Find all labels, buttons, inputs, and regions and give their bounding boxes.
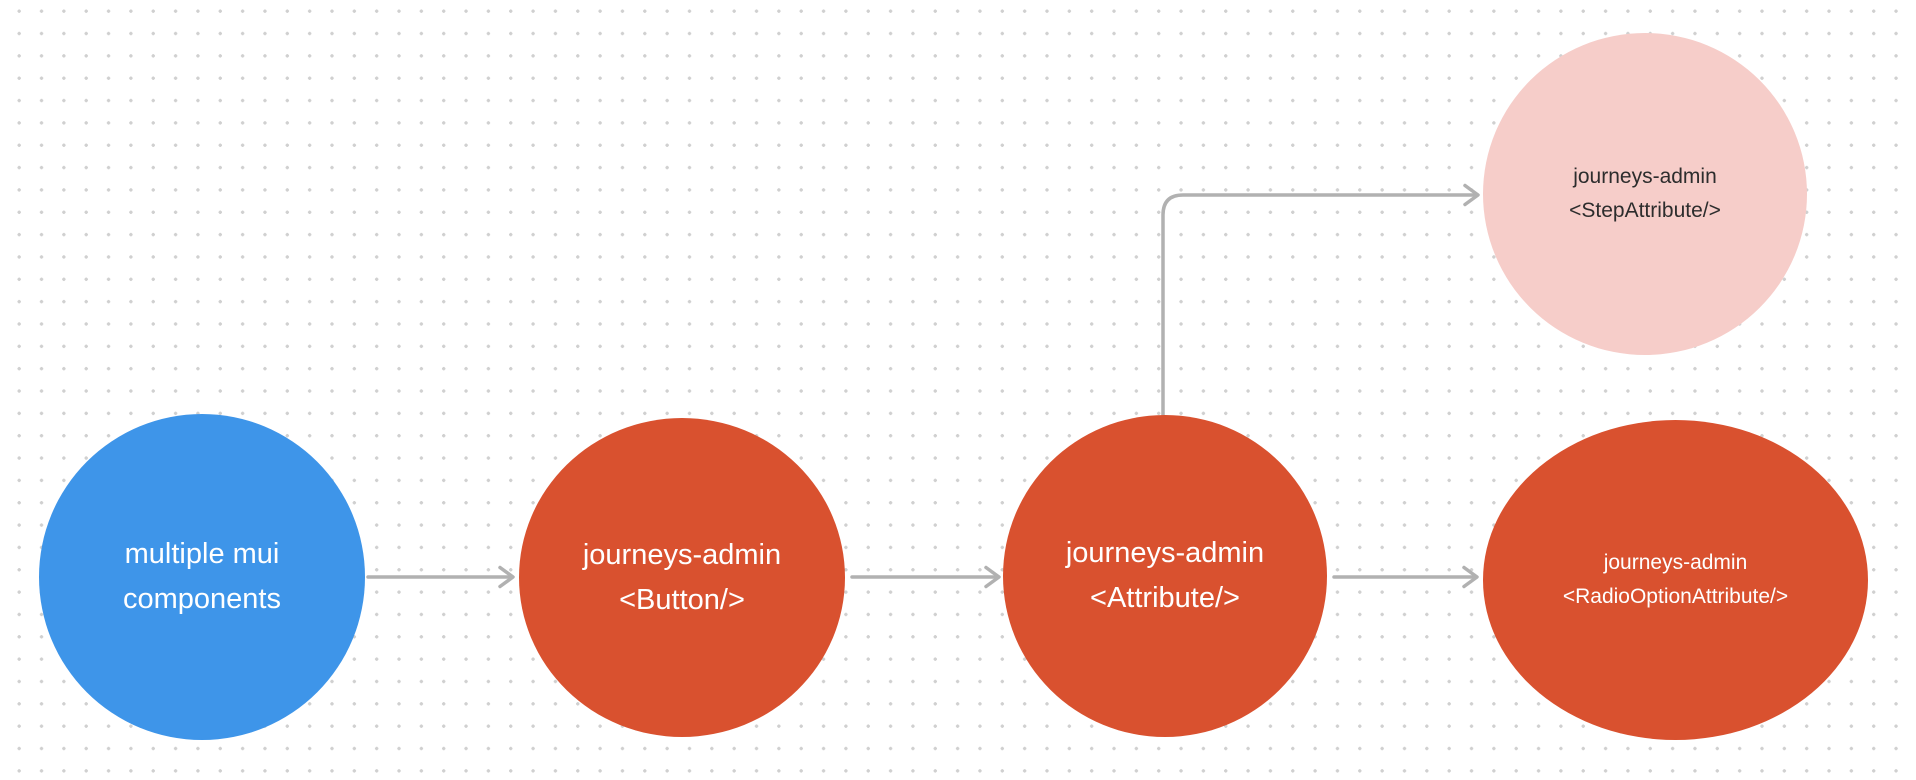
node-label-line: <RadioOptionAttribute/> [1562,585,1789,608]
node-label-line: multiple mui [124,538,280,570]
arrowhead-icon [984,565,1001,589]
node-multiple-mui-components[interactable]: multiple mui components [39,414,365,740]
edge-button-to-attribute[interactable] [850,565,1001,589]
node-label-line: <StepAttribute/> [1569,199,1721,222]
arrowhead-icon [498,565,515,589]
node-journeys-admin-button[interactable]: journeys-admin <Button/> [519,418,845,737]
node-label-line: journeys-admin [1065,537,1265,569]
node-label-line: journeys-admin [1603,551,1748,574]
arrowhead-icon [1462,565,1479,589]
edge-attribute-to-radio-option-attribute[interactable] [1332,565,1479,589]
node-label-line: <Attribute/> [1090,582,1240,614]
edge-line[interactable] [1161,193,1478,418]
edge-multiple-mui-to-button[interactable] [366,565,515,589]
node-journeys-admin-attribute[interactable]: journeys-admin <Attribute/> [1003,415,1327,737]
node-label-line: journeys-admin [582,538,782,571]
node-label-line: journeys-admin [1573,165,1717,188]
edge-attribute-to-step-attribute[interactable] [1161,183,1480,418]
arrowhead-icon [1463,183,1480,207]
node-label-line: <Button/> [619,583,745,616]
node-label-line: components [123,583,281,615]
node-journeys-admin-radio-option-attribute[interactable]: journeys-admin <RadioOptionAttribute/> [1483,420,1868,740]
node-journeys-admin-step-attribute[interactable]: journeys-admin <StepAttribute/> [1483,33,1807,355]
